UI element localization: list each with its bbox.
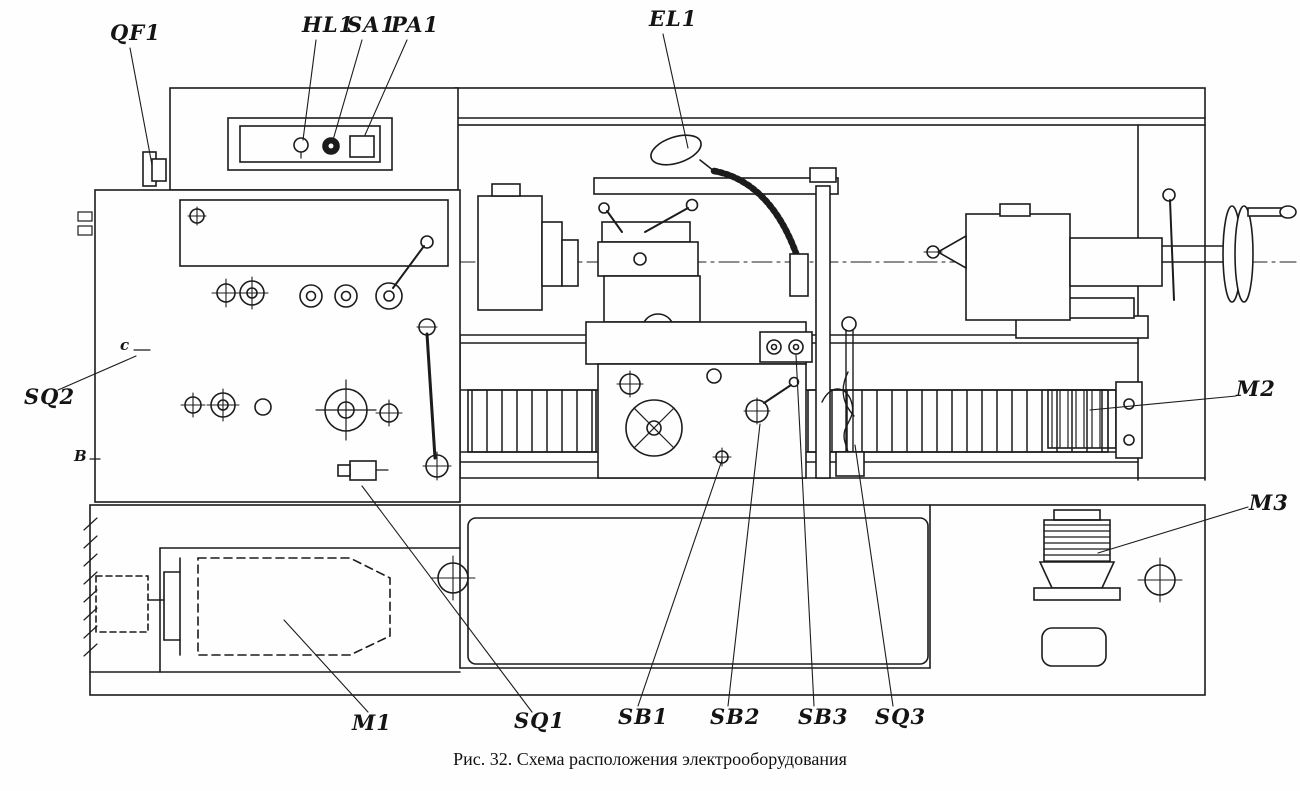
tailstock-handwheel-icon	[1161, 188, 1297, 303]
breaker-qf1-icon	[142, 151, 167, 187]
mark-c: с	[120, 336, 130, 354]
label-sa1: SA1	[347, 12, 397, 37]
label-m3: M3	[1249, 490, 1289, 515]
motor-m3-icon	[1033, 509, 1121, 601]
motor-m1-icon	[95, 557, 391, 656]
ammeter-pa1-icon	[349, 135, 375, 158]
feed-knob-row	[211, 235, 434, 310]
label-sb3: SB3	[798, 704, 849, 729]
figure-caption: Рис. 32. Схема расположения электрообору…	[453, 749, 847, 769]
label-el1: EL1	[649, 6, 698, 31]
label-sq1: SQ1	[514, 708, 566, 733]
label-sb1: SB1	[618, 704, 669, 729]
chuck	[477, 183, 579, 311]
base-flange-right	[1137, 557, 1183, 603]
pushbutton-station-icon	[759, 331, 813, 363]
speed-knob-row	[180, 379, 403, 441]
label-pa1: PA1	[391, 12, 440, 37]
cabinet-lever	[416, 318, 452, 481]
label-sq3: SQ3	[875, 704, 927, 729]
mark-v: В	[74, 447, 87, 465]
label-m2: M2	[1236, 376, 1276, 401]
carriage-assembly	[585, 198, 813, 479]
base-flange-left	[430, 555, 476, 601]
apron-handwheel-icon	[625, 399, 683, 457]
headstock-enclosure	[142, 87, 459, 191]
selector-switch-sa1-icon	[322, 137, 340, 155]
limit-switch-sq1-icon	[337, 460, 389, 481]
apron-lever-icon	[743, 376, 800, 425]
edge-reference-marks	[77, 211, 151, 460]
control-cabinet	[94, 189, 461, 503]
label-m1: M1	[352, 710, 392, 735]
lamp-gantry	[593, 134, 839, 479]
label-sb2: SB2	[710, 704, 761, 729]
work-lamp-el1-icon	[650, 134, 809, 297]
machine-base	[83, 504, 1206, 696]
ground-hatching	[83, 517, 98, 657]
tailstock	[923, 203, 1163, 339]
label-qf1: QF1	[110, 20, 161, 45]
indicator-lamp-hl1-icon	[293, 137, 309, 159]
label-hl1: HL1	[302, 12, 355, 37]
motor-m2-icon	[1047, 381, 1143, 459]
leader-lines	[57, 33, 1249, 713]
label-sq2: SQ2	[24, 384, 76, 409]
